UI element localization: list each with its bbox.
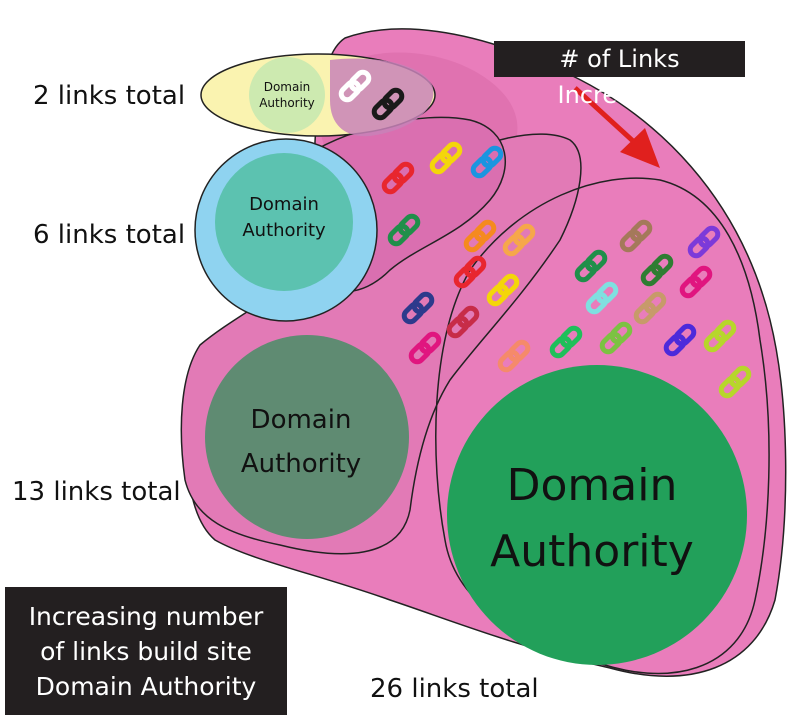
chain-link-icon: [371, 87, 405, 121]
chain-link-icon: [619, 219, 653, 253]
chain-link-icon: [381, 161, 415, 195]
chain-link-icon: [549, 325, 583, 359]
caption-box: Increasing number of links build site Do…: [5, 587, 287, 715]
tier3-circle: [205, 335, 409, 539]
chain-link-icon: [497, 339, 531, 373]
tier1-label: 2 links total: [33, 81, 185, 111]
tier2-circle-inner: [215, 153, 353, 291]
chain-link-icon: [446, 305, 480, 339]
chain-link-icon: [703, 319, 737, 353]
increase-arrow-head: [620, 128, 660, 168]
chain-link-icon: [463, 219, 497, 253]
chain-link-icon: [640, 253, 674, 287]
chain-link-icon: [585, 281, 619, 315]
chain-link-icon: [486, 273, 520, 307]
chain-link-icon: [429, 141, 463, 175]
chain-link-icon: [679, 265, 713, 299]
caption-line: Increasing number: [28, 601, 264, 631]
chain-link-icon: [718, 365, 752, 399]
chain-link-icon: [633, 291, 667, 325]
chain-link-icon: [687, 225, 721, 259]
links-increasing-label: # of Links Increasing: [494, 41, 745, 109]
tier4-label: 26 links total: [370, 674, 539, 704]
chain-link-icon: [387, 213, 421, 247]
tier4-circle: [447, 365, 747, 665]
tier3-label: 13 links total: [12, 477, 181, 507]
chain-link-icon: [408, 331, 442, 365]
chain-link-icon: [453, 255, 487, 289]
chain-link-icon: [663, 323, 697, 357]
chain-link-icon: [502, 223, 536, 257]
chain-link-icon: [599, 321, 633, 355]
chain-link-icon: [401, 291, 435, 325]
tier1-circle: [249, 57, 325, 133]
tier2-label: 6 links total: [33, 220, 185, 250]
caption-line: Domain Authority: [35, 671, 257, 701]
caption-line: of links build site: [40, 636, 252, 666]
chain-link-icon: [338, 69, 372, 103]
tier4-inner-outline: [435, 177, 770, 675]
chain-link-icon: [574, 249, 608, 283]
chain-link-icon: [470, 145, 504, 179]
link-icons: [338, 69, 752, 399]
